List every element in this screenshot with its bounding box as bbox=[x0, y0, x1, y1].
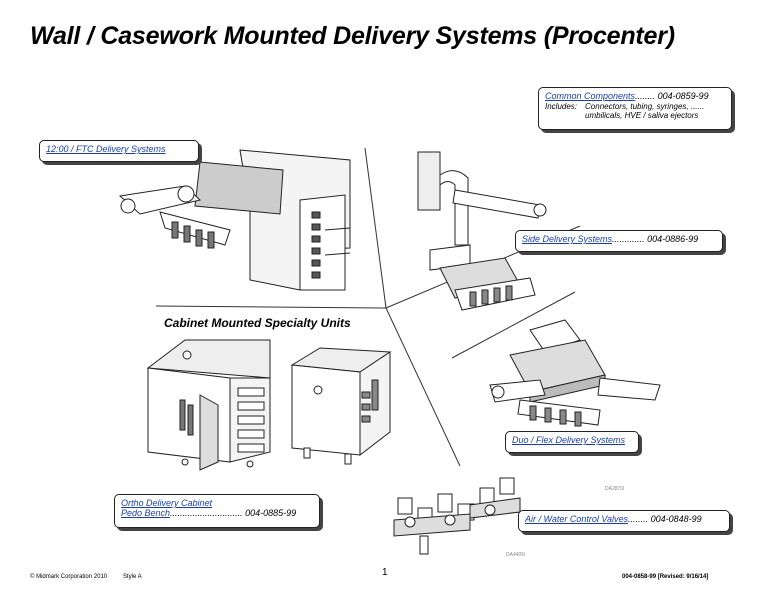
includes-label: Includes: bbox=[545, 102, 578, 111]
duo-flex-callout: Duo / Flex Delivery Systems bbox=[505, 431, 639, 453]
ftc-delivery-link[interactable]: 12:00 / FTC Delivery Systems bbox=[46, 144, 166, 154]
air-water-link[interactable]: Air / Water Control Valves bbox=[525, 514, 629, 524]
ftc-delivery-illustration bbox=[118, 149, 351, 291]
common-components-part-number: 004-0859-99 bbox=[657, 91, 709, 101]
pedo-bench-part-number: 004-0885-99 bbox=[245, 508, 297, 518]
includes-line-2: umbilicals, HVE / saliva ejectors bbox=[585, 111, 699, 120]
pedo-bench-link[interactable]: Pedo Bench bbox=[121, 508, 171, 518]
ftc-delivery-callout: 12:00 / FTC Delivery Systems bbox=[39, 140, 199, 162]
figure-code-valves: DA4405i bbox=[506, 552, 526, 558]
footer-doc-number: 004-0858-99 [Revised: 9/16/14] bbox=[622, 574, 709, 580]
side-delivery-link[interactable]: Side Delivery Systems bbox=[522, 234, 613, 244]
side-delivery-callout: Side Delivery Systems............. 004-0… bbox=[515, 230, 723, 252]
cabinet-mounted-subtitle: Cabinet Mounted Specialty Units bbox=[164, 316, 351, 330]
air-water-callout: Air / Water Control Valves........ 004-0… bbox=[518, 510, 730, 532]
air-water-leader: ........ bbox=[628, 514, 649, 524]
air-water-part-number: 004-0848-99 bbox=[650, 514, 702, 524]
common-components-link[interactable]: Common Components bbox=[545, 91, 636, 101]
air-water-valves-illustration bbox=[393, 477, 521, 555]
page-number: 1 bbox=[382, 567, 388, 578]
side-delivery-leader: ............. bbox=[612, 234, 645, 244]
duo-flex-link[interactable]: Duo / Flex Delivery Systems bbox=[512, 435, 626, 445]
side-delivery-illustration bbox=[417, 151, 547, 311]
ortho-delivery-link[interactable]: Ortho Delivery Cabinet bbox=[121, 498, 213, 508]
pedo-bench-leader: ............................. bbox=[170, 508, 243, 518]
common-components-leader: ........ bbox=[635, 91, 656, 101]
pedo-bench-illustration bbox=[290, 347, 392, 465]
figure-code-duo: DA2870i bbox=[605, 486, 625, 492]
ortho-pedo-callout: Ortho Delivery Cabinet Pedo Bench.......… bbox=[114, 494, 320, 528]
side-delivery-part-number: 004-0886-99 bbox=[647, 234, 699, 244]
ortho-cabinet-illustration bbox=[146, 339, 271, 471]
common-components-callout: Common Components........ 004-0859-99 In… bbox=[538, 87, 732, 130]
footer-style: Style A bbox=[123, 574, 142, 580]
footer-copyright: © Midmark Corporation 2010 bbox=[30, 574, 108, 580]
duo-flex-delivery-illustration bbox=[489, 319, 661, 427]
page-title: Wall / Casework Mounted Delivery Systems… bbox=[30, 22, 675, 50]
includes-line-1: Connectors, tubing, syringes, ...... bbox=[585, 102, 705, 111]
